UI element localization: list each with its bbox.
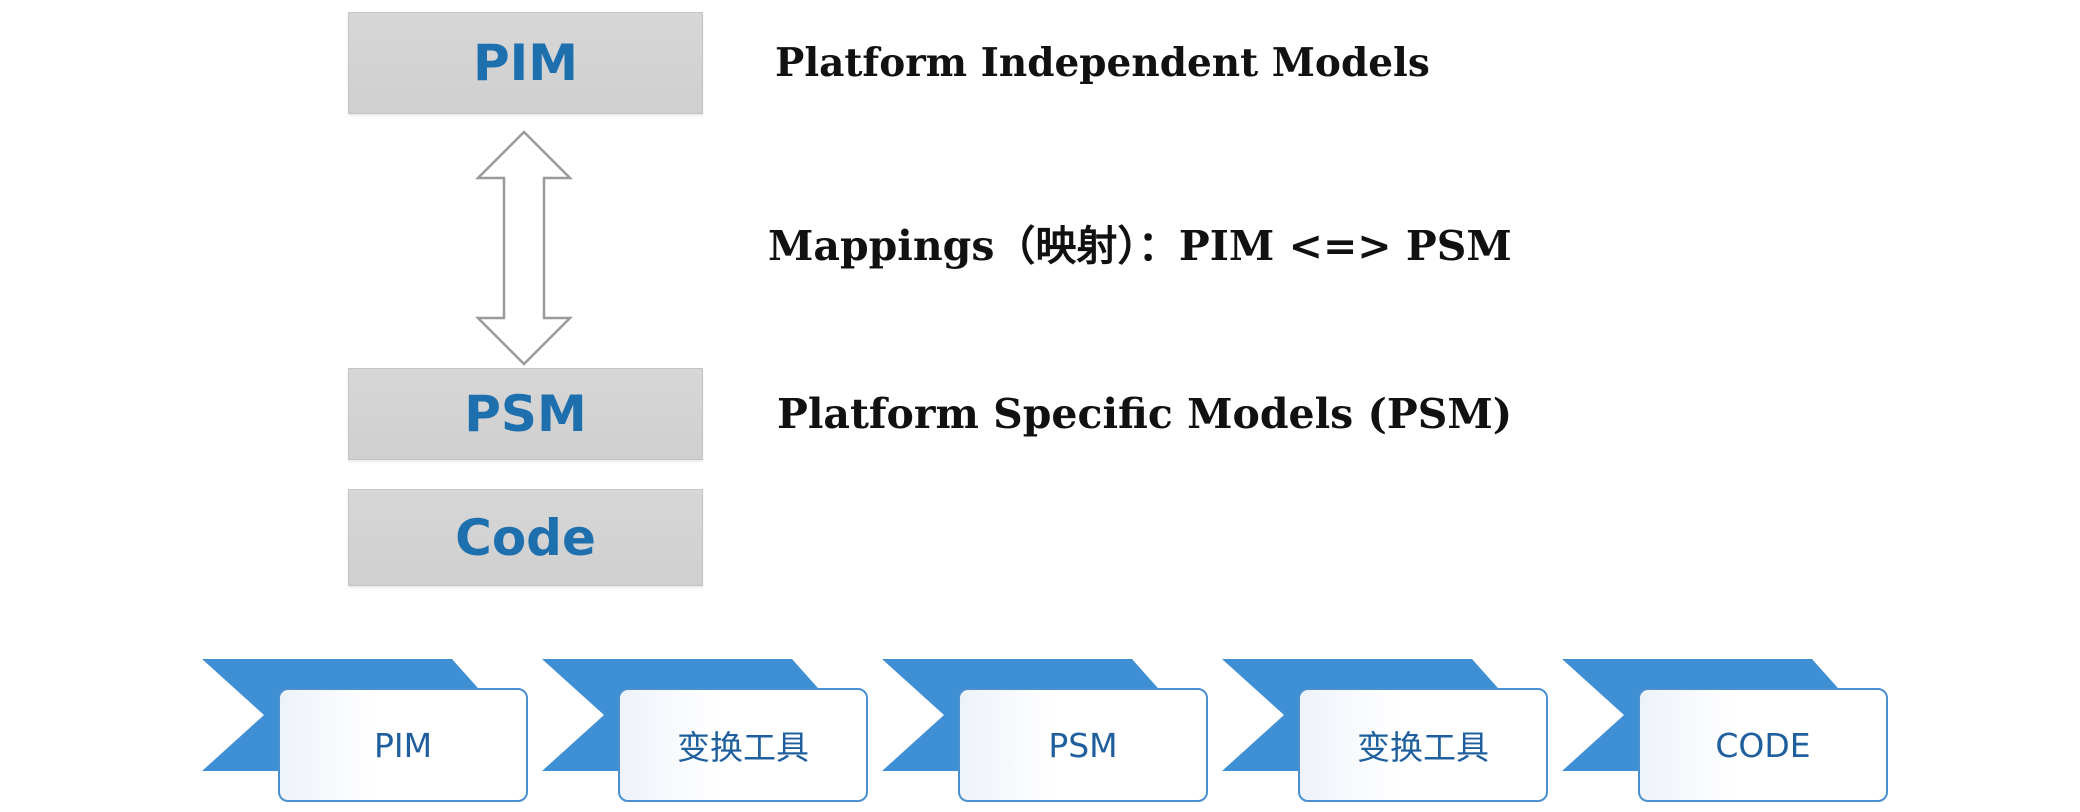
flow-step-pim: PIM xyxy=(202,650,542,812)
flow-card-code: CODE xyxy=(1638,688,1888,802)
flow-card-label: 变换工具 xyxy=(677,728,809,767)
flow-card-psm: PSM xyxy=(958,688,1208,802)
flow-card-transform-tool-1: 变换工具 xyxy=(618,688,868,802)
psm-box: PSM xyxy=(348,368,703,460)
flow-step-transform-tool-1: 变换工具 xyxy=(542,650,882,812)
psm-box-label: PSM xyxy=(464,385,587,443)
flow-step-transform-tool-2: 变换工具 xyxy=(1222,650,1562,812)
pim-box: PIM xyxy=(348,12,703,114)
flow-card-label: PSM xyxy=(1048,725,1118,765)
pim-description: Platform Independent Models xyxy=(775,40,1430,86)
flow-card-label: 变换工具 xyxy=(1357,728,1489,767)
code-box-label: Code xyxy=(455,508,596,567)
flow-card-transform-tool-2: 变换工具 xyxy=(1298,688,1548,802)
flow-step-psm: PSM xyxy=(882,650,1222,812)
flow-card-pim: PIM xyxy=(278,688,528,802)
flow-card-label: CODE xyxy=(1715,725,1811,765)
flow-card-label: PIM xyxy=(373,725,433,765)
flow-step-code: CODE xyxy=(1562,650,1902,812)
double-arrow-icon xyxy=(474,130,574,366)
process-flow: PIM 变换工具 PSM 变换工具 CODE xyxy=(0,650,2080,812)
pim-box-label: PIM xyxy=(472,34,578,92)
code-box: Code xyxy=(348,489,703,586)
mapping-description: Mappings（映射）：PIM <=> PSM xyxy=(768,222,1512,270)
psm-description: Platform Specific Models (PSM) xyxy=(777,390,1513,438)
